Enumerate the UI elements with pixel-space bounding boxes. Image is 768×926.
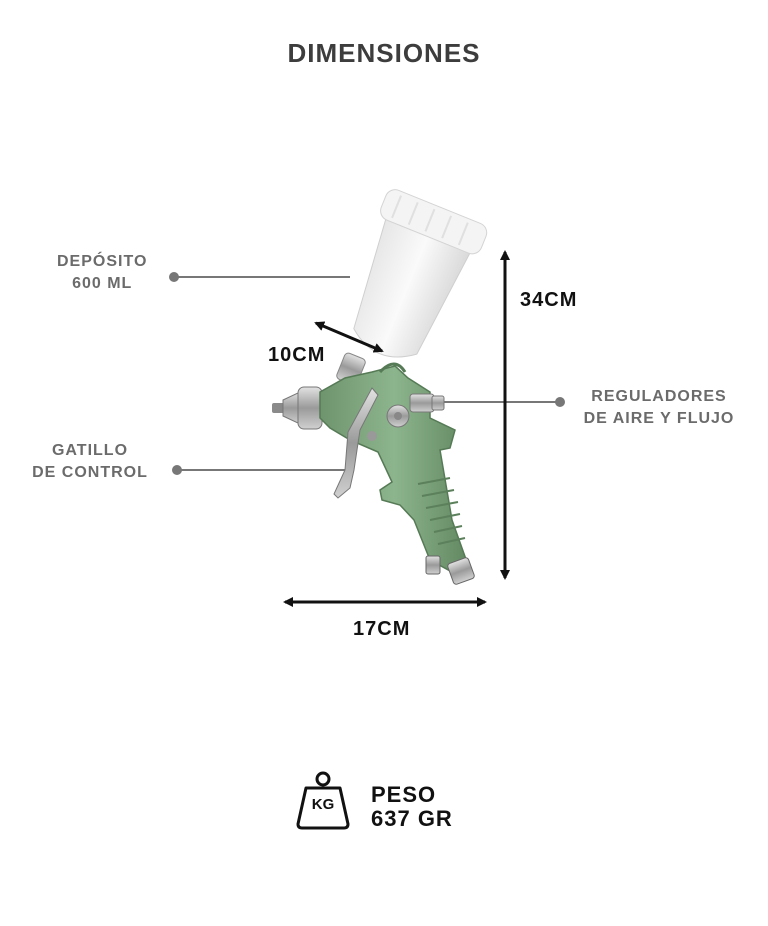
dimension-depth: 10CM xyxy=(268,344,326,366)
callout-reguladores-line1: REGULADORES xyxy=(591,388,727,405)
callout-gatillo-line1: GATILLO xyxy=(51,442,129,459)
weight-info: PESO 637 GR xyxy=(371,783,453,831)
callout-gatillo-line2: DE CONTROL xyxy=(32,464,148,481)
weight-value: 637 GR xyxy=(371,806,453,831)
callout-reguladores: REGULADORES DE AIRE Y FLUJO xyxy=(576,386,742,430)
callout-reguladores-line2: DE AIRE Y FLUJO xyxy=(583,410,735,427)
dimension-height: 34CM xyxy=(520,289,578,311)
dimension-width: 17CM xyxy=(353,618,411,640)
callout-line-deposito xyxy=(169,272,350,282)
callout-deposito-line2: 600 ML xyxy=(72,275,133,292)
callout-line-reguladores xyxy=(440,397,565,407)
callout-deposito: DEPÓSITO 600 ML xyxy=(57,251,147,295)
callout-line-gatillo xyxy=(172,465,345,475)
weight-label: PESO xyxy=(371,782,437,807)
callout-deposito-line1: DEPÓSITO xyxy=(57,253,148,270)
depth-arrow xyxy=(314,321,384,353)
weight-icon xyxy=(296,771,350,830)
weight-icon-label: KG xyxy=(311,796,335,813)
page-title: DIMENSIONES xyxy=(287,38,481,68)
paint-cup xyxy=(353,189,488,358)
callout-gatillo: GATILLO DE CONTROL xyxy=(26,440,154,484)
spray-gun xyxy=(272,189,488,585)
